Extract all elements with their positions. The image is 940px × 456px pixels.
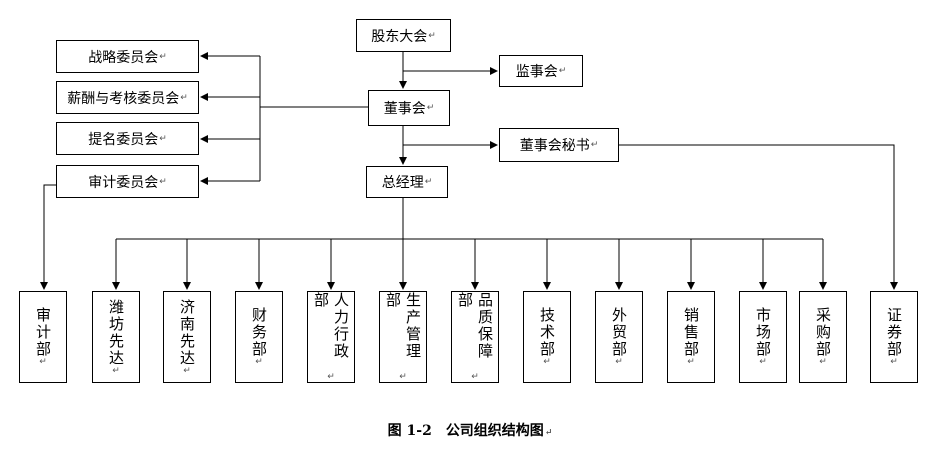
dept-jinan: 济南先达↵ [163, 291, 211, 383]
dept-jinan-label: 济南先达 [178, 298, 196, 367]
dept-audit-label: 审计部 [34, 307, 52, 358]
dept-quality-label: 品质保障部 [456, 292, 494, 360]
dept-trade: 外贸部↵ [595, 291, 643, 383]
committee-compensation-label: 薪酬与考核委员会 [67, 90, 180, 107]
node-shareholders-label: 股东大会 [371, 28, 428, 45]
dept-tech: 技术部↵ [523, 291, 571, 383]
dept-hr-label: 人力行政部 [312, 292, 350, 360]
dept-finance-label: 财务部 [250, 307, 268, 358]
node-secretary-label: 董事会秘书 [519, 138, 590, 154]
dept-quality: 品质保障部↵ [451, 291, 499, 383]
committee-audit: 审计委员会↵ [56, 165, 199, 198]
node-secretary: 董事会秘书↵ [499, 128, 619, 162]
node-board: 董事会↵ [368, 90, 450, 126]
dept-production-label: 生产管理部 [384, 292, 422, 360]
committee-strategy: 战略委员会↵ [56, 40, 199, 73]
dept-weifang: 潍坊先达↵ [92, 291, 140, 383]
node-supervisory: 监事会↵ [499, 55, 583, 87]
committee-nomination-label: 提名委员会 [88, 131, 159, 148]
dept-sales: 销售部↵ [667, 291, 715, 383]
dept-securities-label: 证券部 [885, 307, 903, 358]
dept-trade-label: 外贸部 [610, 307, 628, 358]
node-gm-label: 总经理 [381, 175, 424, 191]
caption-title: 公司组织结构图 [445, 423, 544, 439]
committee-audit-label: 审计委员会 [88, 174, 159, 191]
dept-securities: 证券部↵ [870, 291, 918, 383]
caption-number: 图 1-2 [387, 423, 432, 439]
line-audit-committee-dept [40, 184, 56, 290]
node-shareholders: 股东大会↵ [356, 19, 451, 52]
dept-market: 市场部↵ [739, 291, 787, 383]
dept-tech-label: 技术部 [538, 307, 556, 358]
line-secretary-securities [619, 144, 898, 290]
committee-strategy-label: 战略委员会 [88, 49, 159, 66]
node-supervisory-label: 监事会 [515, 64, 558, 80]
dept-finance: 财务部↵ [235, 291, 283, 383]
dept-weifang-label: 潍坊先达 [107, 298, 125, 367]
dept-audit: 审计部↵ [19, 291, 67, 383]
dept-production: 生产管理部↵ [379, 291, 427, 383]
dept-purchasing: 采购部↵ [799, 291, 847, 383]
dept-purchasing-label: 采购部 [814, 307, 832, 358]
node-board-label: 董事会 [383, 101, 426, 117]
node-gm: 总经理↵ [366, 166, 448, 198]
dept-hr: 人力行政部↵ [307, 291, 355, 383]
committee-compensation: 薪酬与考核委员会↵ [56, 81, 199, 114]
dept-market-label: 市场部 [754, 307, 772, 358]
committee-nomination: 提名委员会↵ [56, 122, 199, 155]
dept-sales-label: 销售部 [682, 307, 700, 358]
